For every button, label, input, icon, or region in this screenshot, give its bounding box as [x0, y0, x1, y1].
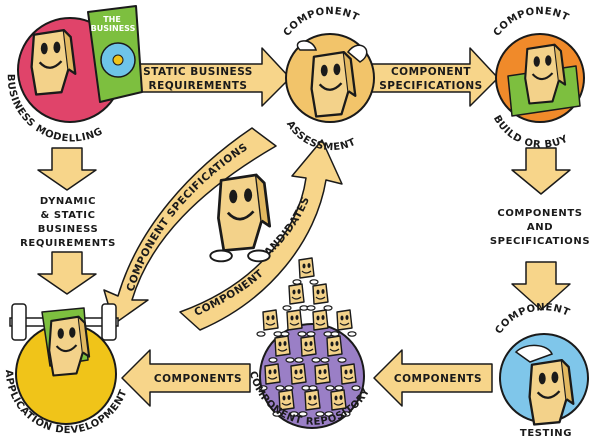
- component-build-label-top: COMPONENT: [492, 6, 571, 39]
- center-character-icon: [209, 173, 272, 263]
- arrow-label-components-left: COMPONENTS: [154, 373, 242, 385]
- component-testing-label-bottom: TESTING: [520, 428, 572, 439]
- left-side-label: DYNAMIC & STATIC BUSINESS REQUIREMENTS: [20, 196, 116, 249]
- arrow-down-right: [511, 147, 571, 311]
- arrow-label-specifications: SPECIFICATIONS: [379, 80, 482, 92]
- assessment-hand-icon: [296, 40, 317, 51]
- arrow-components-left: COMPONENTS: [121, 349, 251, 407]
- left-label-line-2: & STATIC: [40, 210, 95, 221]
- arrow-static-business-requirements: STATIC BUSINESS REQUIREMENTS: [127, 47, 291, 107]
- component-testing-label-top: COMPONENT: [493, 302, 571, 336]
- right-label-line-1: COMPONENTS: [497, 208, 582, 219]
- assessment-hand-right-icon: [346, 44, 368, 63]
- component-assessment-label-bottom: ASSESSMENT: [284, 119, 358, 153]
- arrow-down-left: [37, 147, 97, 295]
- node-component-testing: COMPONENT TESTING: [493, 302, 589, 439]
- right-label-line-3: SPECIFICATIONS: [490, 236, 590, 247]
- arrow-label-components-right: COMPONENTS: [394, 373, 482, 385]
- business-book-icon: THE BUSINESS: [87, 5, 143, 103]
- node-component-build-or-buy: COMPONENT BUILD OR BUY: [491, 6, 585, 151]
- component-assessment-label-top: COMPONENT: [282, 6, 361, 39]
- arrow-label-static-business: STATIC BUSINESS: [143, 66, 253, 78]
- left-label-line-1: DYNAMIC: [40, 196, 96, 207]
- left-label-line-4: REQUIREMENTS: [20, 238, 116, 249]
- arrow-components-right: COMPONENTS: [373, 349, 493, 407]
- node-component-assessment: COMPONENT ASSESSMENT: [282, 6, 375, 153]
- left-label-line-3: BUSINESS: [38, 224, 99, 235]
- right-label-line-2: AND: [527, 222, 553, 233]
- testing-hand-icon: [514, 344, 553, 363]
- arrow-label-requirements: REQUIREMENTS: [148, 80, 247, 92]
- node-application-development: APPLICATION DEVELOPMENT: [3, 303, 129, 436]
- book-title-the: THE: [103, 15, 121, 24]
- book-title-business: BUSINESS: [91, 24, 136, 33]
- right-side-label: COMPONENTS AND SPECIFICATIONS: [490, 208, 590, 247]
- node-business-modelling: THE BUSINESS BUSINESS MODELLING: [5, 5, 143, 144]
- arrow-component-specifications: COMPONENT SPECIFICATIONS: [371, 47, 499, 107]
- arrow-label-component: COMPONENT: [391, 66, 471, 78]
